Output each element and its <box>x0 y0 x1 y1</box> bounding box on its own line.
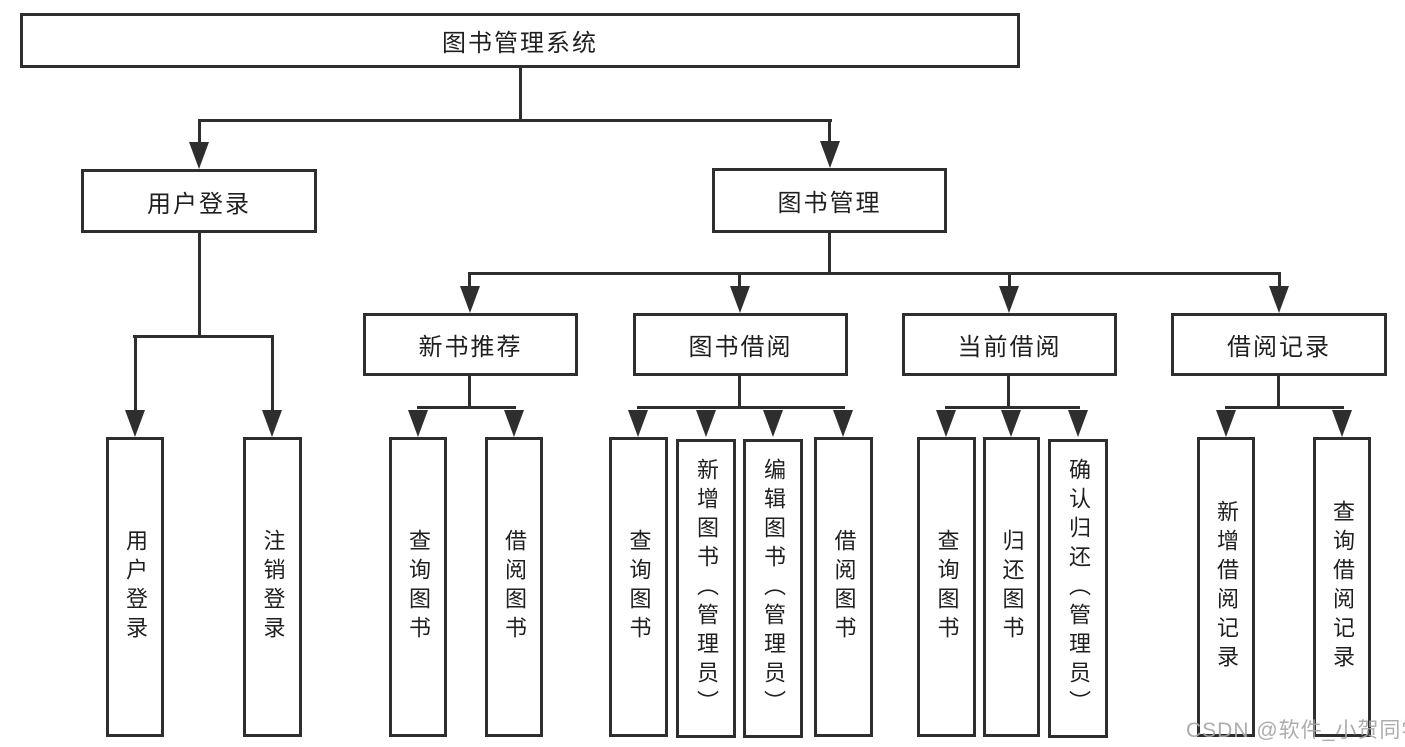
node-new-book-recommendation: 新书推荐 <box>363 313 578 376</box>
arrow-down-icon <box>125 410 145 437</box>
connector-vline <box>738 376 741 409</box>
connector-vline <box>271 335 274 413</box>
connector-vline <box>134 335 137 413</box>
leaf-add-borrow-record: 新增借阅记录 <box>1197 437 1255 737</box>
node-label: 编辑图书（管理员） <box>761 458 786 719</box>
node-label: 归还图书 <box>999 529 1025 645</box>
connector-hline <box>1225 406 1344 409</box>
arrow-down-icon <box>1216 410 1236 437</box>
leaf-logout-login: 注销登录 <box>243 437 302 737</box>
connector-vline <box>1277 376 1280 409</box>
leaf-add-books-admin: 新增图书（管理员） <box>676 439 736 738</box>
connector-vline <box>198 119 201 147</box>
leaf-borrow-books-newbook: 借阅图书 <box>485 437 543 737</box>
node-label: 新增借阅记录 <box>1214 500 1239 674</box>
arrow-down-icon <box>696 410 716 437</box>
node-label: 查询借阅记录 <box>1330 500 1355 674</box>
connector-hline <box>945 406 1080 409</box>
arrow-down-icon <box>504 410 524 437</box>
node-label: 借阅图书 <box>502 529 527 645</box>
node-label: 图书管理 <box>777 190 882 217</box>
arrow-down-icon <box>936 410 956 437</box>
leaf-confirm-return-admin: 确认归还（管理员） <box>1048 439 1108 738</box>
connector-vline <box>1007 376 1010 409</box>
node-label: 查询图书 <box>406 529 431 645</box>
arrow-down-icon <box>730 286 750 313</box>
node-label: 新增图书（管理员） <box>694 458 719 719</box>
connector-hline <box>468 272 1281 275</box>
node-label: 当前借阅 <box>957 334 1062 361</box>
leaf-query-books-current: 查询图书 <box>917 437 976 737</box>
arrow-down-icon <box>1001 410 1021 437</box>
node-current-borrowing: 当前借阅 <box>902 313 1117 376</box>
arrow-down-icon <box>189 142 209 169</box>
node-label: 借阅记录 <box>1227 334 1331 361</box>
arrow-down-icon <box>628 410 648 437</box>
node-label: 用户登录 <box>147 190 251 218</box>
node-user-login: 用户登录 <box>81 169 317 233</box>
connector-vline <box>519 68 522 122</box>
connector-vline <box>828 233 831 275</box>
node-label: 查询图书 <box>626 529 652 645</box>
node-library-management-system: 图书管理系统 <box>20 13 1020 68</box>
connector-vline <box>1008 272 1011 290</box>
arrow-down-icon <box>1332 410 1352 437</box>
node-borrowing-records: 借阅记录 <box>1171 313 1387 376</box>
leaf-borrow-books-borrow: 借阅图书 <box>814 437 873 737</box>
leaf-query-books-borrow: 查询图书 <box>609 437 668 737</box>
node-label: 图书借阅 <box>688 334 793 361</box>
connector-hline <box>133 335 274 338</box>
arrow-down-icon <box>833 410 853 437</box>
leaf-return-books: 归还图书 <box>983 437 1040 737</box>
leaf-query-borrow-record: 查询借阅记录 <box>1313 437 1371 737</box>
node-label: 新书推荐 <box>418 334 523 361</box>
connector-vline <box>468 376 471 409</box>
arrow-down-icon <box>1269 286 1289 313</box>
arrow-down-icon <box>408 410 428 437</box>
arrow-down-icon <box>262 410 282 437</box>
arrow-down-icon <box>763 410 783 437</box>
node-label: 借阅图书 <box>831 529 857 645</box>
connector-hline <box>637 406 845 409</box>
watermark: CSDN @软件_小贺同学 <box>1186 719 1405 742</box>
connector-vline <box>1278 272 1281 290</box>
connector-hline <box>198 119 832 122</box>
node-label: 注销登录 <box>260 529 286 645</box>
arrow-down-icon <box>1068 410 1088 437</box>
leaf-user-login: 用户登录 <box>106 437 164 737</box>
arrow-down-icon <box>460 286 480 313</box>
node-label: 确认归还（管理员） <box>1066 458 1091 719</box>
arrow-down-icon <box>999 286 1019 313</box>
connector-vline <box>828 119 831 146</box>
node-label: 查询图书 <box>934 529 960 645</box>
connector-vline <box>738 272 741 290</box>
leaf-edit-books-admin: 编辑图书（管理员） <box>743 439 803 738</box>
leaf-query-books-newbook: 查询图书 <box>389 437 447 737</box>
arrow-down-icon <box>820 141 840 168</box>
connector-hline <box>417 406 516 409</box>
node-book-borrowing: 图书借阅 <box>633 313 848 376</box>
connector-vline <box>468 272 471 290</box>
node-label: 用户登录 <box>123 529 148 645</box>
node-label: 图书管理系统 <box>442 30 598 57</box>
node-book-management: 图书管理 <box>712 168 947 233</box>
connector-vline <box>198 233 201 338</box>
